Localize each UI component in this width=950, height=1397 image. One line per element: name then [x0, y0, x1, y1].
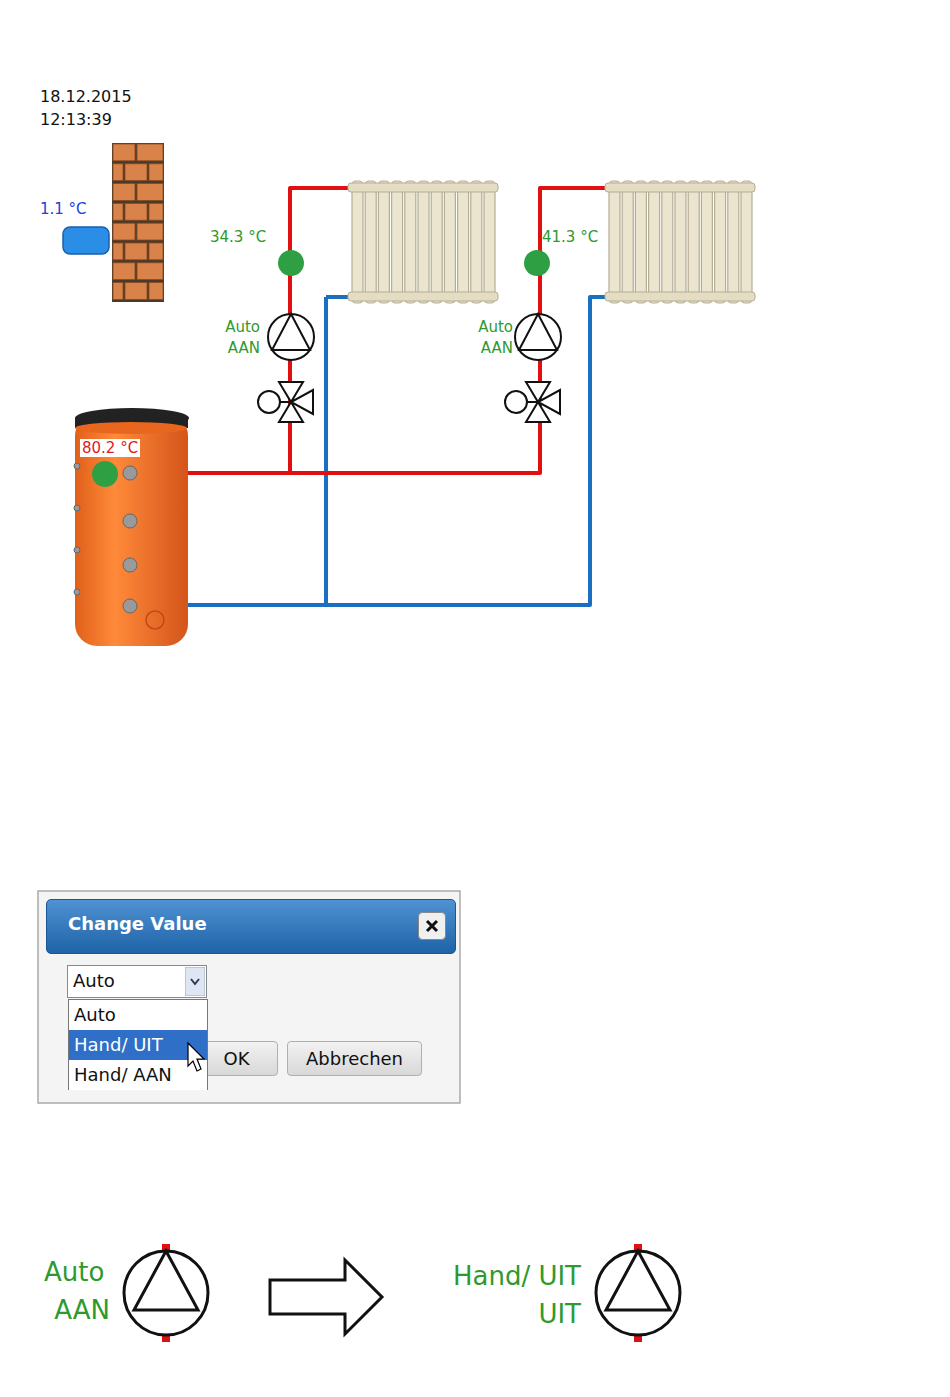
dropdown-list: AutoHand/ UITHand/ AAN: [68, 999, 208, 1090]
brick: [149, 243, 163, 260]
radiator-column: [741, 181, 752, 303]
tank-temp: 80.2 °C: [80, 439, 140, 457]
pump-before: [124, 1244, 208, 1342]
cancel-button: Abbrechen: [287, 1041, 422, 1076]
radiator: [605, 181, 755, 303]
buffer-tank: [74, 408, 189, 646]
brick: [113, 243, 123, 260]
radiator-column: [365, 181, 376, 303]
radiator-column: [701, 181, 712, 303]
brick: [113, 144, 135, 161]
brick: [149, 283, 163, 300]
brick: [137, 223, 163, 240]
button-label: Abbrechen: [306, 1048, 403, 1069]
pump-state: AAN: [481, 339, 513, 357]
dialog-title: Change Value: [68, 913, 207, 934]
button-label: OK: [224, 1048, 250, 1069]
pump-mode: Auto: [225, 318, 260, 336]
outdoor-sensor: [63, 227, 109, 254]
brick: [125, 283, 147, 300]
brick: [113, 223, 135, 240]
time-text: 12:13:39: [40, 110, 112, 129]
brick: [149, 203, 163, 220]
pump-state: UIT: [538, 1299, 581, 1330]
select-box: Auto: [67, 965, 207, 998]
radiator-column: [688, 181, 699, 303]
dropdown-option: Hand/ UIT: [69, 1030, 207, 1060]
radiator-column: [418, 181, 429, 303]
brick: [137, 184, 163, 201]
dialog-window: Change ValueAutoAutoHand/ UITHand/ AANOK…: [38, 891, 460, 1103]
brick: [113, 283, 123, 300]
radiator-column: [458, 181, 469, 303]
dropdown-option: Auto: [69, 1000, 207, 1030]
temp-sensors: [278, 250, 550, 276]
pump-mode: Auto: [478, 318, 513, 336]
radiator-column: [622, 181, 633, 303]
pump-mode: Hand/ UIT: [453, 1261, 581, 1292]
radiator-column: [431, 181, 442, 303]
brick: [113, 164, 123, 181]
radiator-column: [635, 181, 646, 303]
close-button: [418, 912, 446, 940]
radiator-column: [715, 181, 726, 303]
radiator-column: [662, 181, 673, 303]
brick: [137, 144, 163, 161]
radiator-column: [728, 181, 739, 303]
brick: [125, 164, 147, 181]
brick: [113, 263, 135, 280]
radiator-column: [471, 181, 482, 303]
pump-state: AAN: [54, 1295, 110, 1326]
radiator-column: [352, 181, 363, 303]
radiator-column: [378, 181, 389, 303]
radiator: [348, 181, 498, 303]
pump-after: [596, 1244, 680, 1342]
radiator-column: [444, 181, 455, 303]
radiator-column: [484, 181, 495, 303]
brick: [113, 203, 123, 220]
pump-symbols: [268, 314, 561, 360]
date-text: 18.12.2015: [40, 87, 132, 106]
dropdown-arrow: [185, 967, 205, 996]
flow-temp: 34.3 °C: [210, 228, 266, 246]
radiators: [348, 181, 755, 303]
pump-state: AAN: [228, 339, 260, 357]
brick: [125, 203, 147, 220]
brick-wall: [112, 143, 164, 302]
radiator-column: [675, 181, 686, 303]
radiator-column: [649, 181, 660, 303]
pump-mode: Auto: [44, 1257, 104, 1288]
radiator-column: [609, 181, 620, 303]
flow-temp: 41.3 °C: [542, 228, 598, 246]
radiator-column: [405, 181, 416, 303]
wall-back: [112, 143, 164, 302]
brick: [149, 164, 163, 181]
dropdown-option: Hand/ AAN: [69, 1060, 207, 1090]
radiator-column: [392, 181, 403, 303]
dialog-frame: [38, 891, 460, 1103]
valve-symbols: [258, 382, 560, 422]
brick: [113, 184, 135, 201]
brick: [125, 243, 147, 260]
brick: [137, 263, 163, 280]
mouse-cursor: [188, 1043, 204, 1071]
transition-arrow: [270, 1260, 382, 1334]
outdoor-temp: 1.1 °C: [40, 200, 87, 218]
selected-value: Auto: [68, 966, 206, 991]
